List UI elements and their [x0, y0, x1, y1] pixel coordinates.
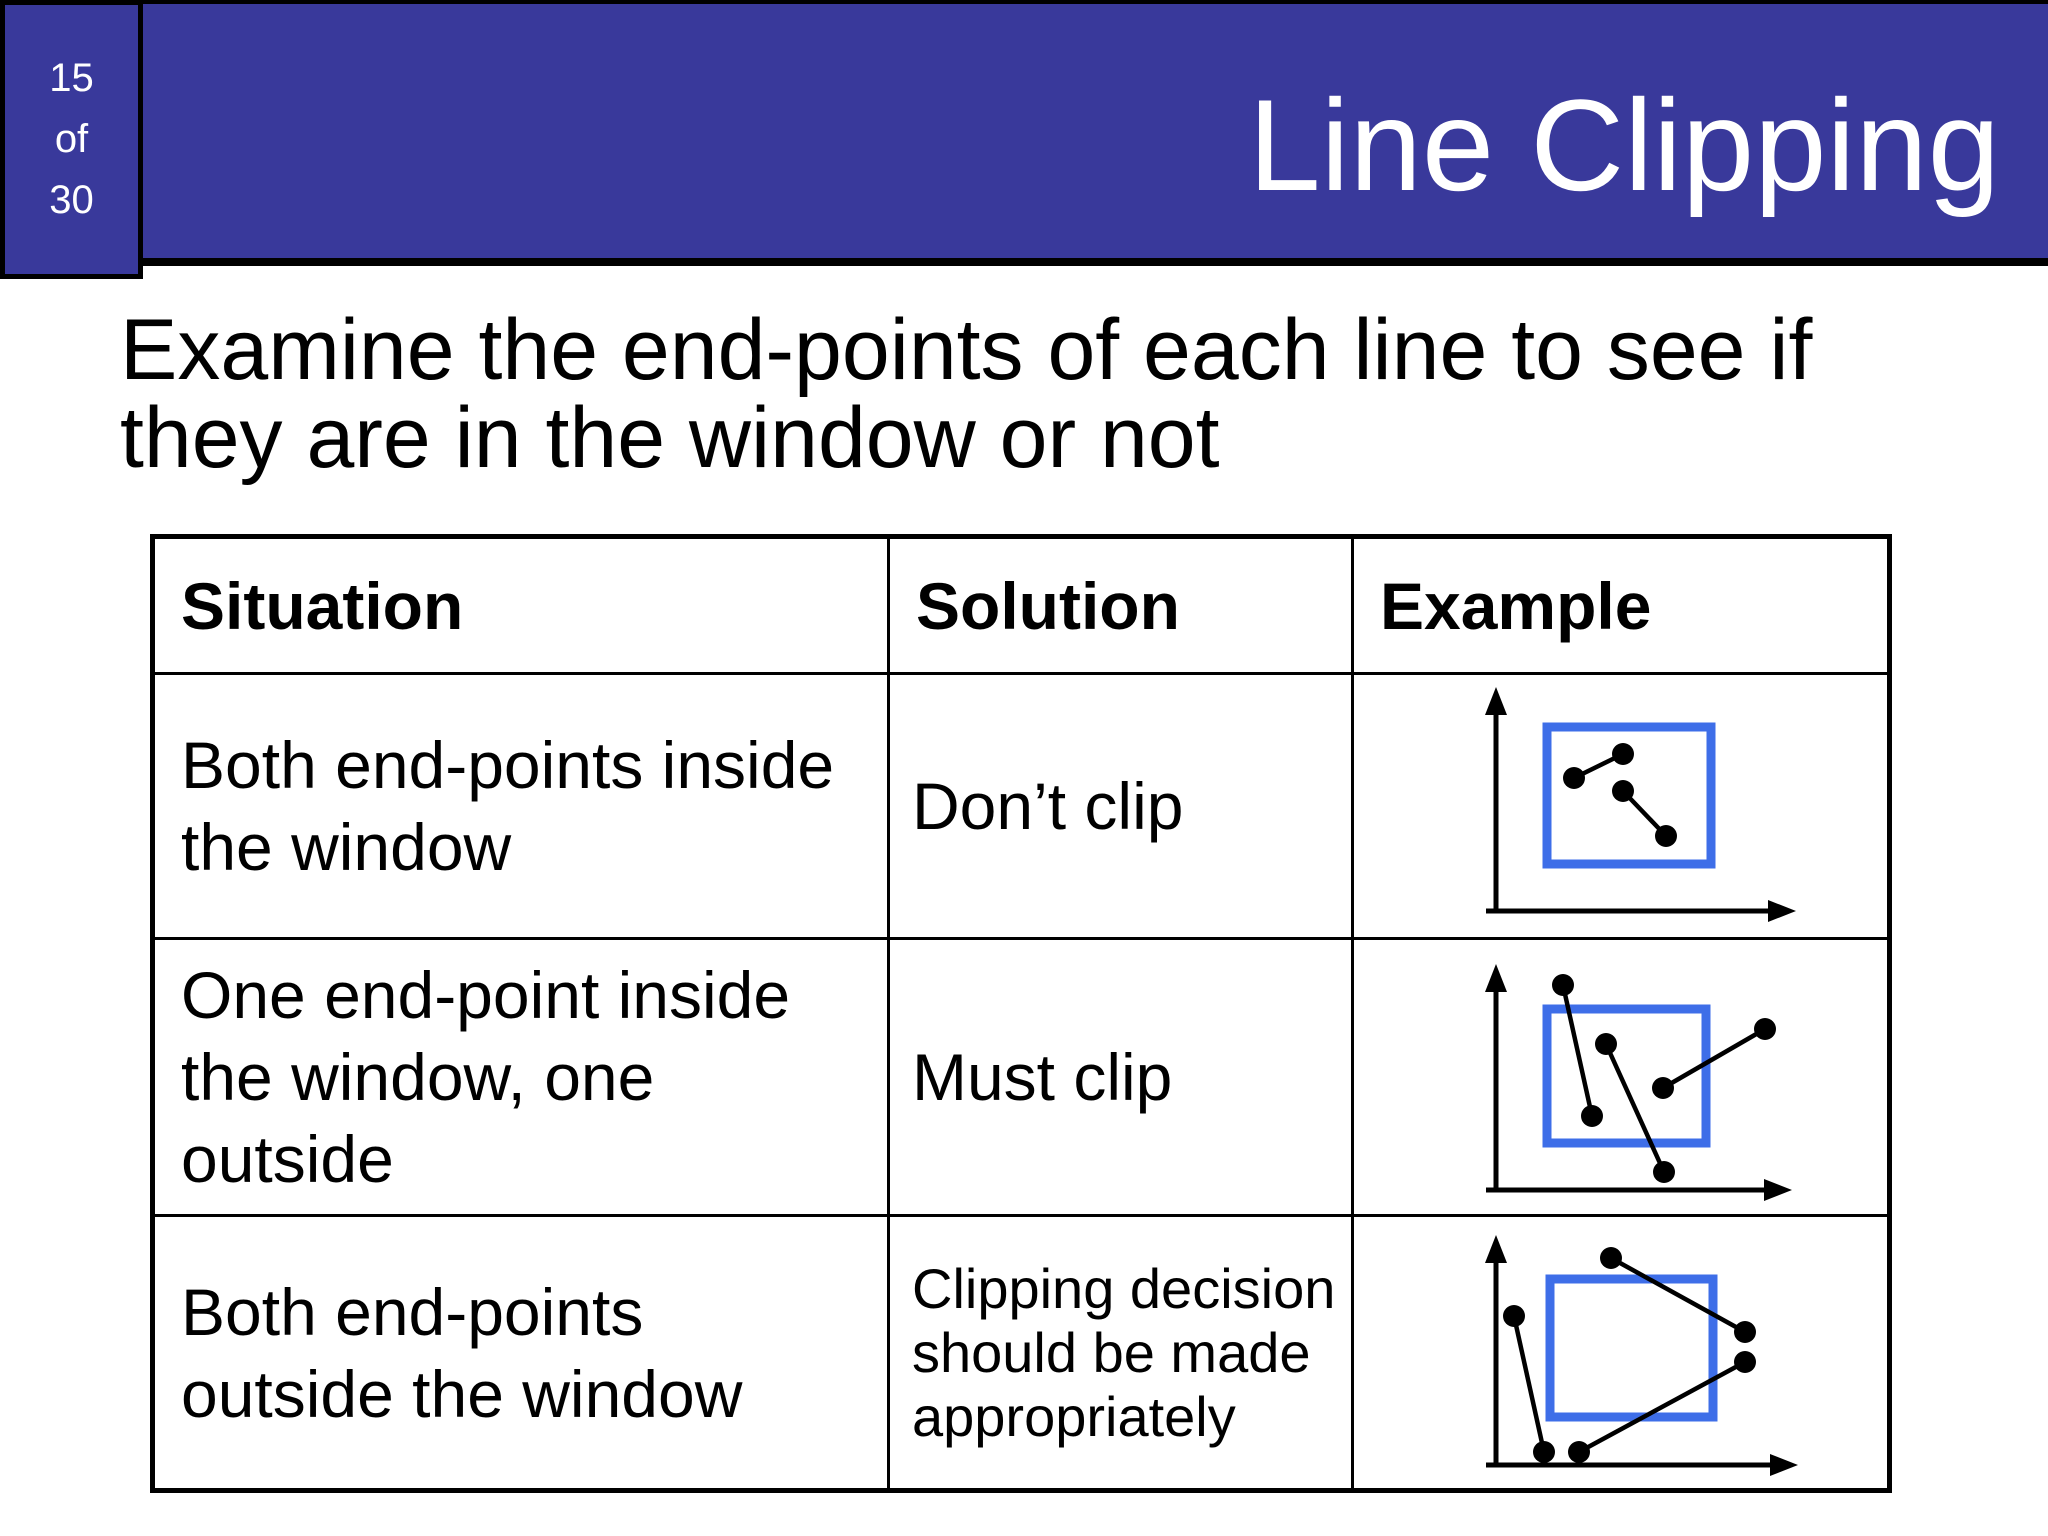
situation-cell: Both end-points outside the window	[151, 1214, 890, 1492]
slide-title: Line Clipping	[1248, 72, 2000, 218]
situation-cell: One end-point inside the window, one out…	[151, 937, 890, 1217]
example-diagram	[1485, 1235, 1798, 1476]
situation-cell: Both end-points inside the window	[151, 672, 890, 940]
table-row: Both end-points outside the window Clipp…	[151, 1214, 1891, 1492]
endpoint-dot	[1653, 1161, 1675, 1183]
line-segment	[1609, 1256, 1747, 1334]
column-header-example: Example	[1351, 535, 1891, 675]
page-current: 15	[49, 56, 94, 100]
title-banner: Line Clipping	[0, 0, 2048, 266]
x-axis-arrowhead	[1768, 900, 1796, 922]
line-segment	[1661, 1027, 1767, 1090]
page-of-label: of	[54, 117, 89, 161]
endpoint-dot	[1552, 974, 1574, 996]
solution-cell: Don’t clip	[887, 672, 1354, 940]
solution-cell: Clipping decision should be made appropr…	[887, 1214, 1354, 1492]
page-total: 30	[49, 178, 94, 222]
endpoint-dot	[1600, 1247, 1622, 1269]
solution-cell: Must clip	[887, 937, 1354, 1217]
slide-body-text: Examine the end-points of each line to s…	[120, 302, 1813, 486]
endpoint-dot	[1595, 1033, 1617, 1055]
y-axis-arrowhead	[1485, 964, 1507, 992]
table-row: Both end-points inside the window Don’t …	[151, 672, 1891, 940]
x-axis-arrowhead	[1770, 1454, 1798, 1476]
example-cell	[1351, 937, 1891, 1217]
table-row: One end-point inside the window, one out…	[151, 937, 1891, 1217]
y-axis-arrowhead	[1485, 687, 1507, 715]
y-axis-arrowhead	[1485, 1235, 1507, 1263]
endpoint-dot	[1655, 825, 1677, 847]
endpoint-dot	[1734, 1351, 1756, 1373]
line-segment	[1511, 1315, 1547, 1453]
endpoint-dot	[1652, 1077, 1674, 1099]
endpoint-dot	[1563, 767, 1585, 789]
line-segment	[1560, 984, 1595, 1117]
example-diagram	[1485, 687, 1796, 922]
clipping-table: Situation Solution Example Both end-poin…	[150, 534, 1892, 1493]
column-header-situation: Situation	[151, 535, 890, 675]
clip-window-rect	[1542, 1004, 1711, 1148]
example-cell	[1351, 1214, 1891, 1492]
example-cell	[1351, 672, 1891, 940]
clip-window-rect	[1542, 722, 1716, 869]
endpoint-dot	[1612, 743, 1634, 765]
endpoint-dot	[1612, 780, 1634, 802]
endpoint-dot	[1754, 1018, 1776, 1040]
endpoint-dot	[1734, 1321, 1756, 1343]
x-axis-arrowhead	[1764, 1179, 1792, 1201]
endpoint-dot	[1581, 1105, 1603, 1127]
line-segment	[1577, 1360, 1747, 1454]
column-header-solution: Solution	[887, 535, 1354, 675]
endpoint-dot	[1533, 1441, 1555, 1463]
endpoint-dot	[1568, 1441, 1590, 1463]
endpoint-dot	[1503, 1305, 1525, 1327]
clip-window-rect	[1545, 1274, 1718, 1422]
page-number-box: 15 of 30	[0, 0, 143, 279]
example-diagram	[1485, 964, 1792, 1201]
header-row: Situation Solution Example	[151, 535, 1891, 675]
line-segment	[1603, 1043, 1667, 1173]
